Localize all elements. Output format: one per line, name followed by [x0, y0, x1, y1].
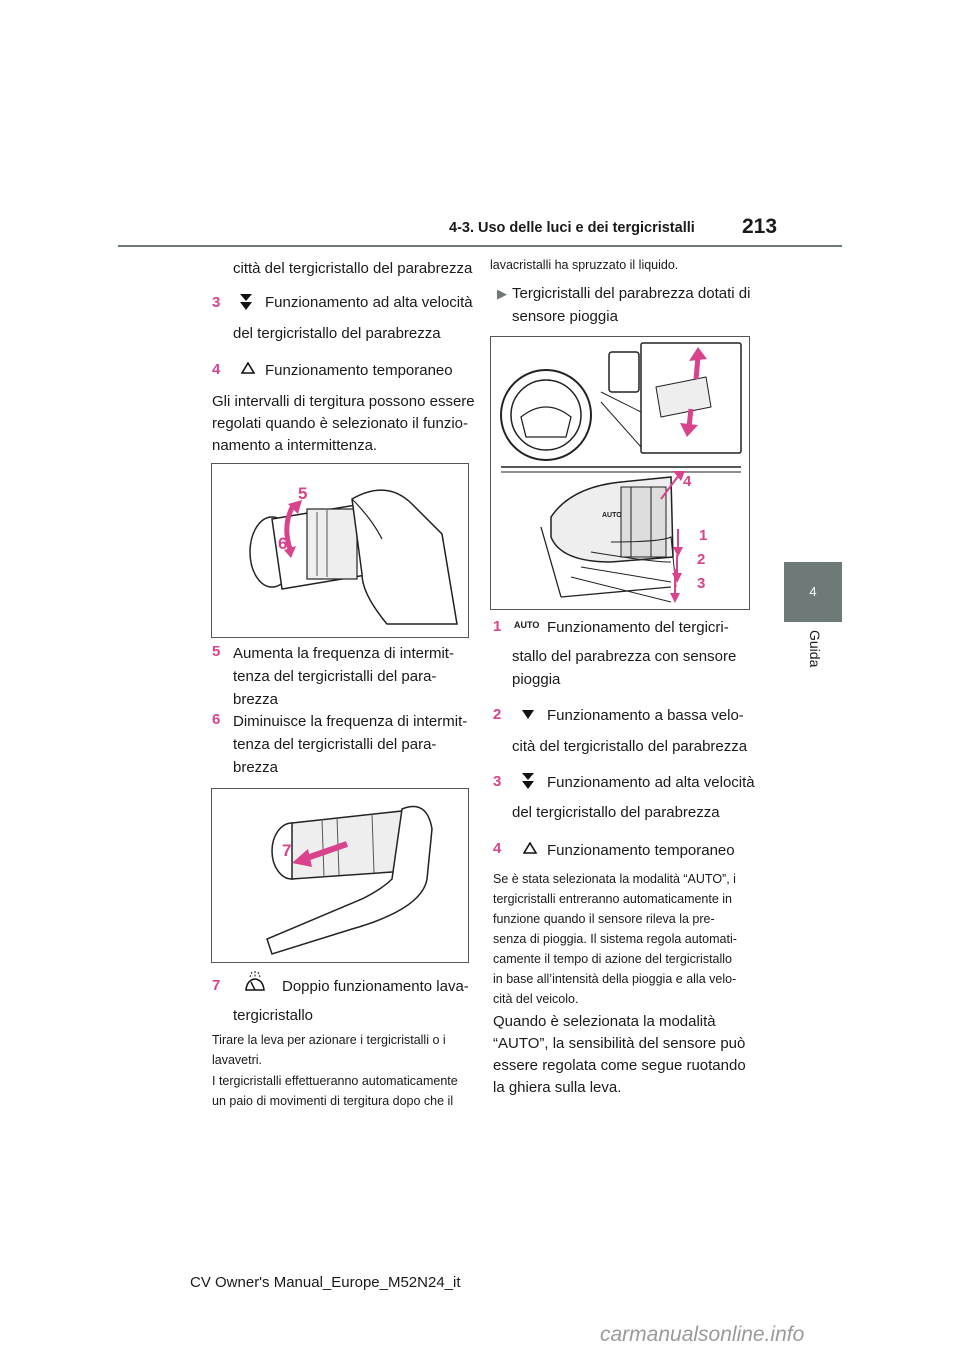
item-line: Diminuisce la frequenza di intermit- — [233, 713, 468, 730]
lever-rotate-illustration — [249, 489, 458, 625]
left-continuation: città del tergicristallo del parabrezza — [233, 260, 473, 277]
item-text: Diminuisce la frequenza di intermit- ten… — [233, 710, 467, 779]
item-text: tergicristallo — [233, 1007, 314, 1024]
label-1: 1 — [699, 527, 708, 544]
rain-sensor-note: Se è stata selezionata la modalità “AUTO… — [493, 869, 737, 1009]
page-number: 213 — [742, 215, 778, 238]
item-number: 5 — [212, 643, 221, 660]
note-line: Tirare la leva per azionare i tergicrist… — [212, 1033, 446, 1047]
low-speed-icon — [521, 709, 535, 720]
label-4: 4 — [683, 473, 692, 490]
chapter-tab: 4 — [784, 562, 842, 622]
figure-lever-rotate: 5 6 — [211, 463, 469, 638]
auto-icon: AUTO — [514, 620, 540, 630]
item-text: pioggia — [512, 671, 561, 688]
auto-label: AUTO — [602, 512, 622, 519]
note-line: camente il tempo di azione del tergicris… — [493, 952, 733, 966]
high-speed-icon — [520, 771, 536, 791]
item-text: Funzionamento ad alta velocità — [265, 294, 473, 311]
note-line: lavavetri. — [212, 1053, 263, 1067]
mist-icon — [241, 362, 255, 374]
left-item-5: 5 — [212, 643, 220, 661]
right-continuation: lavacristalli ha spruzzato il liquido. — [490, 258, 679, 272]
note-line: I tergicristalli effettueranno automatic… — [212, 1074, 458, 1088]
figure-lever-pull: 7 — [211, 788, 469, 963]
note-line: cità del veicolo. — [493, 992, 579, 1006]
item-line: tenza del tergicristalli del para- — [233, 736, 437, 753]
note-line: un paio di movimenti di tergitura dopo c… — [212, 1094, 454, 1108]
item-line: brezza — [233, 691, 279, 708]
chapter-label: Guida — [807, 630, 823, 668]
right-item-4: 4 — [493, 840, 501, 858]
item-number: 4 — [493, 840, 502, 857]
item-number: 6 — [212, 711, 221, 728]
item-text: Aumenta la frequenza di intermit- tenza … — [233, 642, 454, 711]
item-text: Funzionamento a bassa velo- — [547, 707, 744, 724]
para-line: la ghiera sulla leva. — [493, 1079, 622, 1096]
item-text: del tergicristallo del parabrezza — [512, 804, 720, 821]
left-item-7: 7 — [212, 977, 220, 995]
note-line: tergicristalli entreranno automaticament… — [493, 892, 733, 906]
right-item-2: 2 — [493, 706, 501, 724]
note-line: funzione quando il sensore rileva la pre… — [493, 912, 715, 926]
lever-pull-illustration — [266, 805, 433, 955]
watermark: carmanualsonline.info — [600, 1323, 805, 1346]
item-text: Funzionamento del tergicri- — [547, 619, 729, 636]
washer-icon — [243, 970, 267, 992]
para-line: essere regolata come segue ruotando — [493, 1057, 746, 1074]
item-text: Funzionamento temporaneo — [265, 362, 453, 379]
item-number: 7 — [212, 977, 221, 994]
right-item-1: 1 — [493, 618, 501, 636]
note-line: Se è stata selezionata la modalità “AUTO… — [493, 872, 736, 886]
label-2: 2 — [697, 551, 706, 568]
item-text: stallo del parabrezza con sensore — [512, 648, 737, 665]
sub-heading: Tergicristalli del parabrezza dotati di … — [512, 282, 750, 328]
item-number: 3 — [493, 773, 502, 790]
figure-rain-sensor-lever: AUTO 4 1 2 3 — [490, 336, 750, 610]
right-item-3: 3 — [493, 773, 501, 791]
item-line: brezza — [233, 759, 279, 776]
para-line: “AUTO”, la sensibilità del sensore può — [493, 1035, 746, 1052]
item-text: Funzionamento ad alta velocità — [547, 774, 755, 791]
note-line: in base all’intensità della pioggia e al… — [493, 972, 737, 986]
para-line: Gli intervalli di tergitura possono esse… — [212, 393, 475, 410]
label-7: 7 — [282, 841, 292, 860]
label-6: 6 — [278, 534, 288, 553]
heading-line: Tergicristalli del parabrezza dotati di — [512, 285, 751, 302]
item-text: Funzionamento temporaneo — [547, 842, 735, 859]
item-text: cità del tergicristallo del parabrezza — [512, 738, 748, 755]
item-number: 4 — [212, 361, 221, 378]
footer-manual-id: CV Owner's Manual_Europe_M52N24_it — [190, 1274, 461, 1291]
item-line: tenza del tergicristalli del para- — [233, 668, 437, 685]
note-line: senza di pioggia. Il sistema regola auto… — [493, 932, 737, 946]
bullet-triangle-icon: ▶ — [497, 286, 507, 301]
left-item-6: 6 — [212, 711, 220, 729]
rain-sensor-illustration — [500, 342, 742, 603]
item-text: Doppio funzionamento lava- — [282, 978, 469, 995]
left-item-3: 3 — [212, 294, 220, 312]
label-3: 3 — [697, 575, 706, 592]
note-2: I tergicristalli effettueranno automatic… — [212, 1071, 458, 1111]
high-speed-icon — [238, 292, 254, 312]
item-line: Aumenta la frequenza di intermit- — [233, 645, 454, 662]
item-number: 1 — [493, 618, 502, 635]
label-5: 5 — [298, 484, 308, 503]
left-item-4: 4 — [212, 361, 220, 379]
item-text: del tergicristallo del parabrezza — [233, 325, 441, 342]
item-number: 2 — [493, 706, 502, 723]
sensitivity-paragraph: Quando è selezionata la modalità “AUTO”,… — [493, 1011, 746, 1099]
para-line: namento a intermittenza. — [212, 437, 378, 454]
item-number: 3 — [212, 294, 221, 311]
note-1: Tirare la leva per azionare i tergicrist… — [212, 1030, 446, 1070]
para-line: Quando è selezionata la modalità — [493, 1013, 716, 1030]
mist-icon — [523, 842, 537, 854]
para-line: regolati quando è selezionato il funzio- — [212, 415, 469, 432]
section-title: 4-3. Uso delle luci e dei tergicristalli — [449, 220, 695, 236]
paragraph: Gli intervalli di tergitura possono esse… — [212, 391, 475, 457]
heading-line: sensore pioggia — [512, 308, 618, 325]
header-rule — [118, 245, 842, 247]
